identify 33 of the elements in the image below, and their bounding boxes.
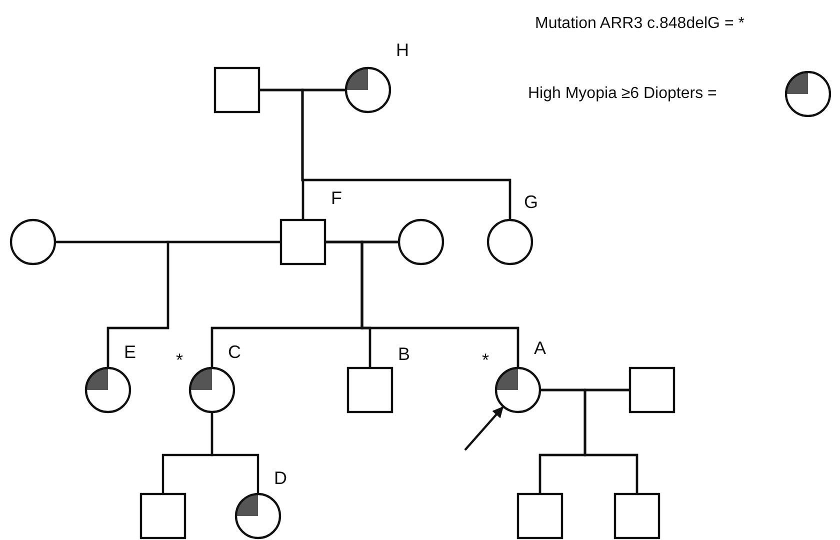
arrow bbox=[464, 406, 504, 451]
person-label: A bbox=[534, 338, 546, 358]
pedigree-line bbox=[360, 240, 520, 367]
pedigree-line bbox=[106, 240, 280, 367]
legend-text: Mutation ARR3 c.848delG = * bbox=[535, 14, 744, 34]
male-symbol bbox=[214, 67, 260, 113]
person-label: H bbox=[396, 40, 409, 60]
person-label: B bbox=[398, 344, 410, 364]
affected-female-symbol bbox=[189, 367, 235, 413]
person-label: * bbox=[176, 350, 184, 370]
affected-female-symbol bbox=[345, 67, 391, 113]
pedigree-line bbox=[584, 388, 638, 493]
male-symbol bbox=[140, 493, 186, 539]
male-symbol bbox=[614, 493, 660, 539]
person-label: C bbox=[228, 342, 241, 362]
person-label: G bbox=[524, 192, 538, 212]
pedigree-line bbox=[210, 413, 260, 493]
legend-text: High Myopia ≥6 Diopters = bbox=[528, 84, 717, 104]
pedigree-line bbox=[301, 88, 512, 219]
affected-female-symbol bbox=[85, 367, 131, 413]
affected-female-symbol bbox=[495, 367, 541, 413]
male-symbol bbox=[280, 219, 326, 265]
male-symbol bbox=[629, 367, 675, 413]
person-label: F bbox=[331, 188, 342, 208]
person-label: D bbox=[274, 468, 287, 488]
person-label: * bbox=[482, 350, 490, 370]
female-symbol bbox=[10, 219, 56, 265]
female-symbol bbox=[398, 219, 444, 265]
female-symbol bbox=[487, 219, 533, 265]
male-symbol bbox=[347, 367, 393, 413]
person-label: E bbox=[124, 342, 136, 362]
affected-female-symbol bbox=[235, 493, 281, 539]
male-symbol bbox=[517, 493, 563, 539]
